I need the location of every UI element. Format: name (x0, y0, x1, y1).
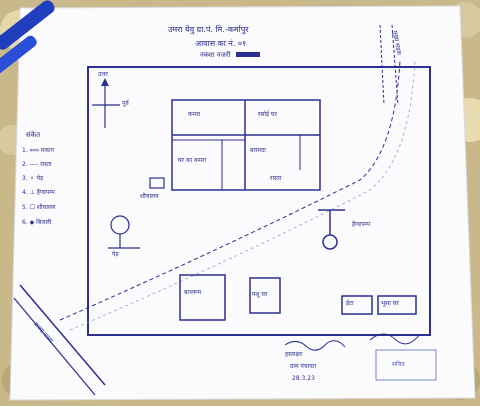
pen-icon (0, 0, 55, 75)
room-label: रसोई घर (258, 111, 277, 118)
external-road-right (391, 24, 399, 106)
legend-item: 5. ☐ शौचालय (22, 204, 56, 211)
road-label: रास्ता (270, 175, 282, 182)
legend-item: 4. ⊥ हैण्डपम्प (22, 189, 55, 196)
handpump-icon (318, 209, 345, 250)
stamp-label: सचिव (392, 361, 405, 368)
header-line2: आवास का नं. ०१ (195, 39, 247, 48)
compass-icon (92, 78, 120, 128)
legend-item: 3. ⚬ पेड़ (22, 175, 44, 182)
room-label: बरामदा (250, 147, 266, 154)
bottom-box-mid-label: पशु घर (252, 291, 268, 298)
room-label: घर का कमरा (178, 157, 207, 164)
room-label: कमरा (188, 111, 201, 118)
legend-item: 6. ◆ बिजली (22, 219, 52, 226)
external-road-right (379, 24, 385, 106)
header-mark (236, 52, 260, 57)
signature-line1: हस्ताक्षर (285, 351, 303, 358)
stamp-box (375, 349, 437, 381)
paper-sheet (9, 5, 476, 401)
legend-item: 2. ---- रास्ता (22, 161, 52, 168)
external-road-left (13, 297, 96, 396)
plot-boundary (87, 66, 431, 336)
road-path (69, 59, 416, 331)
external-road-left (19, 284, 106, 386)
tree-label: पेड़ (112, 251, 119, 258)
legend-item: 1. ००० मकान (22, 147, 54, 154)
signature-scribble (369, 333, 421, 345)
signature-scribble (284, 340, 346, 351)
house-outline (171, 99, 321, 191)
bottom-box-right1 (341, 295, 373, 315)
bottom-box-mid (249, 277, 281, 314)
road-path (59, 59, 401, 321)
bottom-box-left-label: बाथरूम (184, 289, 202, 296)
compass-north-label: उत्तर (98, 71, 108, 78)
toilet-label: शौचालय (140, 193, 159, 200)
bottom-box-right2 (377, 295, 417, 315)
legend-title: संकेत (26, 131, 41, 139)
compass-east-label: पूर्व (122, 100, 129, 107)
signature-line3: 28.3.23 (292, 375, 315, 382)
handpump-label: हैण्डपम्प (352, 221, 370, 228)
bottom-box-right1-label: ईटा (346, 300, 354, 307)
header-line1: उमरा येवु ग्रा.पं. मि.-कर्मापुर (168, 25, 249, 34)
tree-icon (108, 215, 140, 249)
header-line3: नक्शा नजरी (200, 51, 231, 59)
toilet-box (149, 177, 165, 189)
signature-line2: ग्राम पंचायत (290, 363, 317, 370)
bottom-box-right2-label: भूसा घर (381, 300, 399, 307)
bottom-box-left (179, 274, 226, 321)
